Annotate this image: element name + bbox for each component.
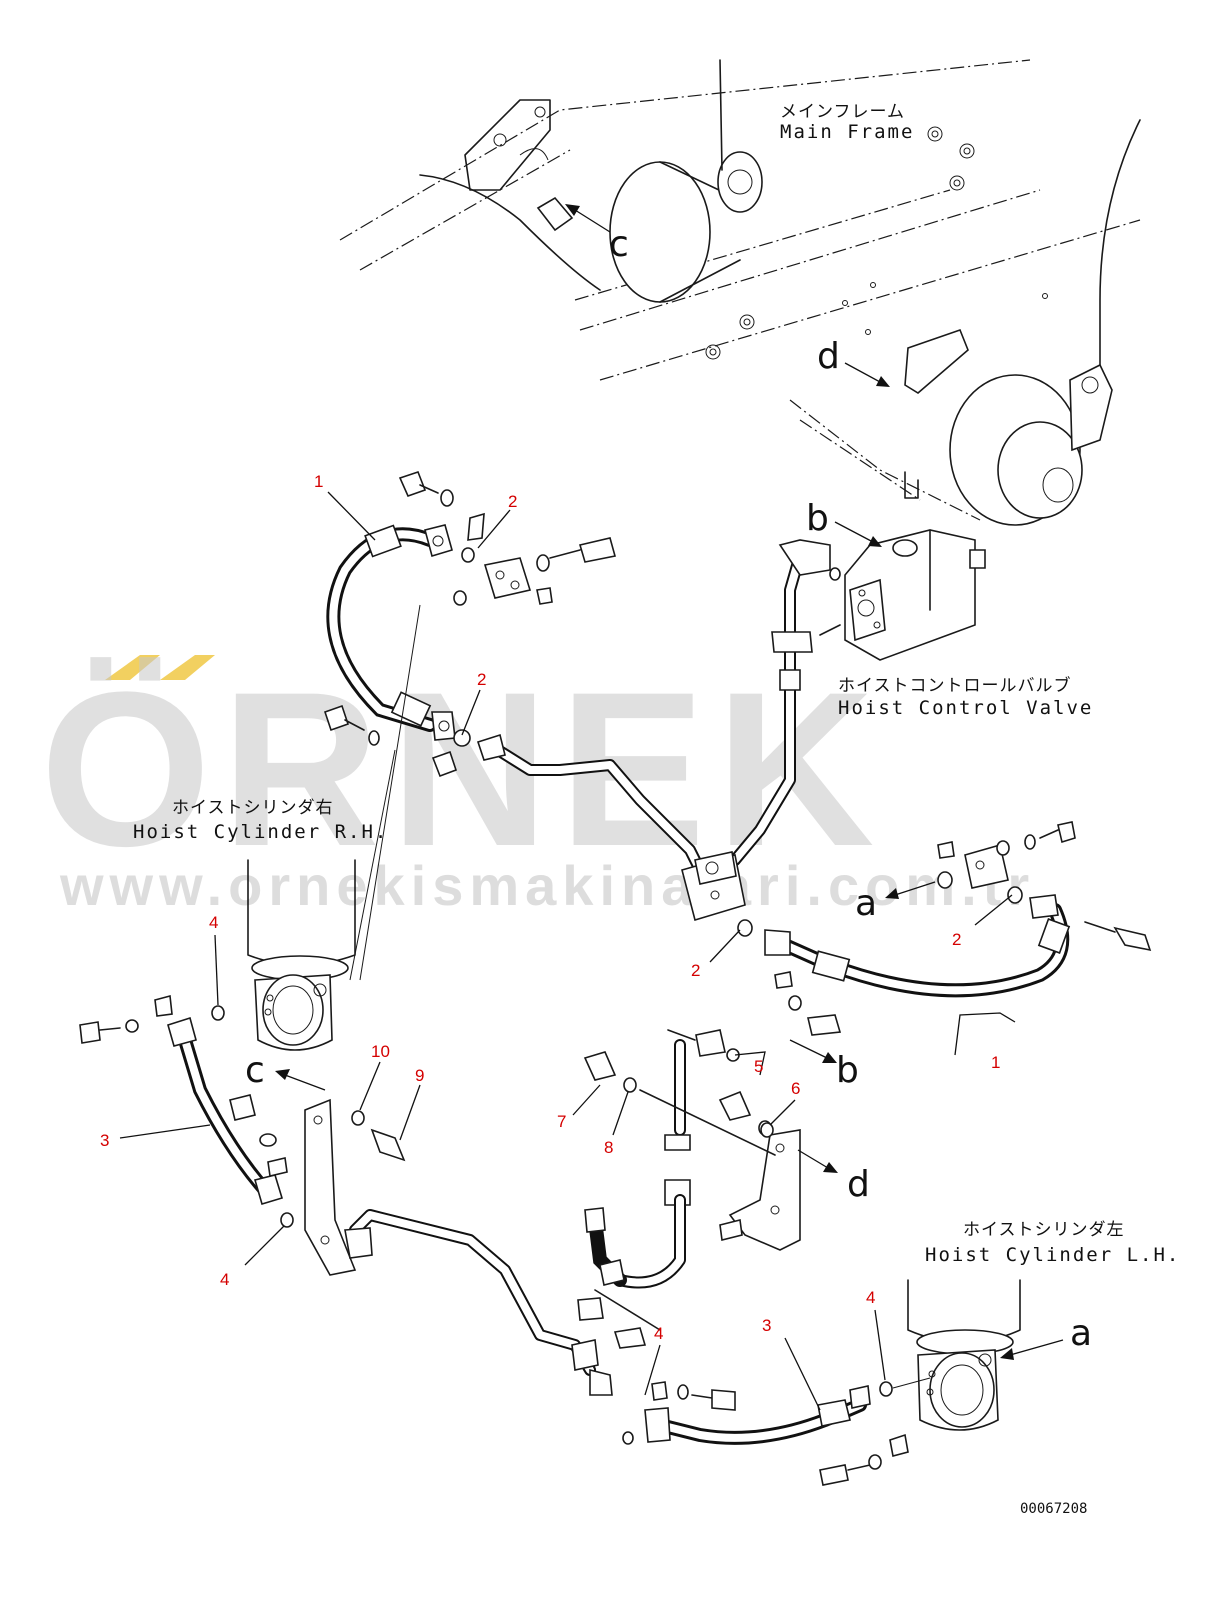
hose-assembly-right (764, 821, 1152, 1036)
drawing-part-number: 00067208 (1020, 1501, 1087, 1517)
o-ring (280, 1212, 294, 1228)
callout-5: 5 (754, 1057, 763, 1076)
watermark-url: www.ornekismakinalari.com.tr (59, 854, 1035, 917)
hoist-cylinder-lh-label-en: Hoist Cylinder L.H. (925, 1244, 1180, 1266)
hoist-control-valve-label-jp: ホイストコントロールバルブ (838, 675, 1072, 696)
callout-2-right: 2 (952, 930, 961, 949)
callout-4-rh-top: 4 (209, 913, 218, 932)
reference-arrows (275, 204, 1064, 1360)
callout-10: 10 (371, 1042, 390, 1061)
ref-d-top: d (817, 336, 840, 377)
callout-2-mid: 2 (477, 670, 486, 689)
hoist-cylinder-rh-label-en: Hoist Cylinder R.H. (133, 821, 388, 843)
callout-9: 9 (415, 1066, 424, 1085)
hoist-cylinder-rh-label-jp: ホイストシリンダ右 (172, 798, 334, 818)
callout-4-center: 4 (654, 1324, 663, 1343)
main-frame-label-en: Main Frame (780, 121, 914, 143)
callout-7: 7 (557, 1112, 566, 1131)
frame-bolt-holes (705, 126, 1048, 360)
watermark-accent-left (105, 655, 160, 680)
watermark: ÖRNEK www.ornekismakinalari.com.tr (40, 646, 1035, 917)
reference-letters: c d b a b d c a (245, 224, 1092, 1354)
callout-numbers: 1 2 2 2 2 1 4 3 4 10 9 7 8 5 6 4 3 4 (100, 472, 1000, 1343)
callout-1-top: 1 (314, 472, 323, 491)
ref-b-top: b (806, 498, 829, 539)
ref-c-top: c (609, 224, 629, 265)
callout-8: 8 (604, 1138, 613, 1157)
callout-leaders (119, 491, 1016, 1411)
ref-d-bottom: d (847, 1164, 870, 1205)
callout-4-rh-bottom: 4 (220, 1270, 229, 1289)
hoist-control-valve-label-en: Hoist Control Valve (838, 697, 1093, 719)
hose-assembly-bottom (622, 1381, 909, 1486)
callout-1-right: 1 (991, 1053, 1000, 1072)
ref-c-bottom: c (245, 1050, 265, 1091)
hoist-cylinder-rh-drawing (247, 859, 356, 1051)
callout-6: 6 (791, 1079, 800, 1098)
hose-assembly-left (79, 994, 288, 1205)
main-frame-label-jp: メインフレーム (780, 102, 905, 122)
hoist-cylinder-lh-drawing (879, 1279, 1021, 1431)
washer (760, 1122, 774, 1138)
callout-3-left: 3 (100, 1131, 109, 1150)
component-labels: メインフレーム Main Frame ホイストコントロールバルブ Hoist C… (133, 102, 1180, 1266)
ref-a-bottom: a (1070, 1313, 1092, 1354)
o-ring (211, 1005, 225, 1021)
hose-assembly-upper-left (323, 471, 617, 778)
callout-2-top: 2 (508, 492, 517, 511)
main-frame-drawing (339, 59, 1141, 526)
center-pipe (476, 674, 796, 937)
ref-b-bottom: b (836, 1050, 859, 1091)
watermark-accent-right (160, 655, 215, 680)
callout-2-center: 2 (691, 961, 700, 980)
ref-a-right: a (855, 883, 877, 924)
hoist-cylinder-lh-label-jp: ホイストシリンダ左 (963, 1220, 1125, 1240)
lower-pipe-and-brackets (304, 1029, 801, 1396)
hoist-control-valve-drawing (771, 529, 986, 691)
callout-3-bottom: 3 (762, 1316, 771, 1335)
callout-4-lh: 4 (866, 1288, 875, 1307)
